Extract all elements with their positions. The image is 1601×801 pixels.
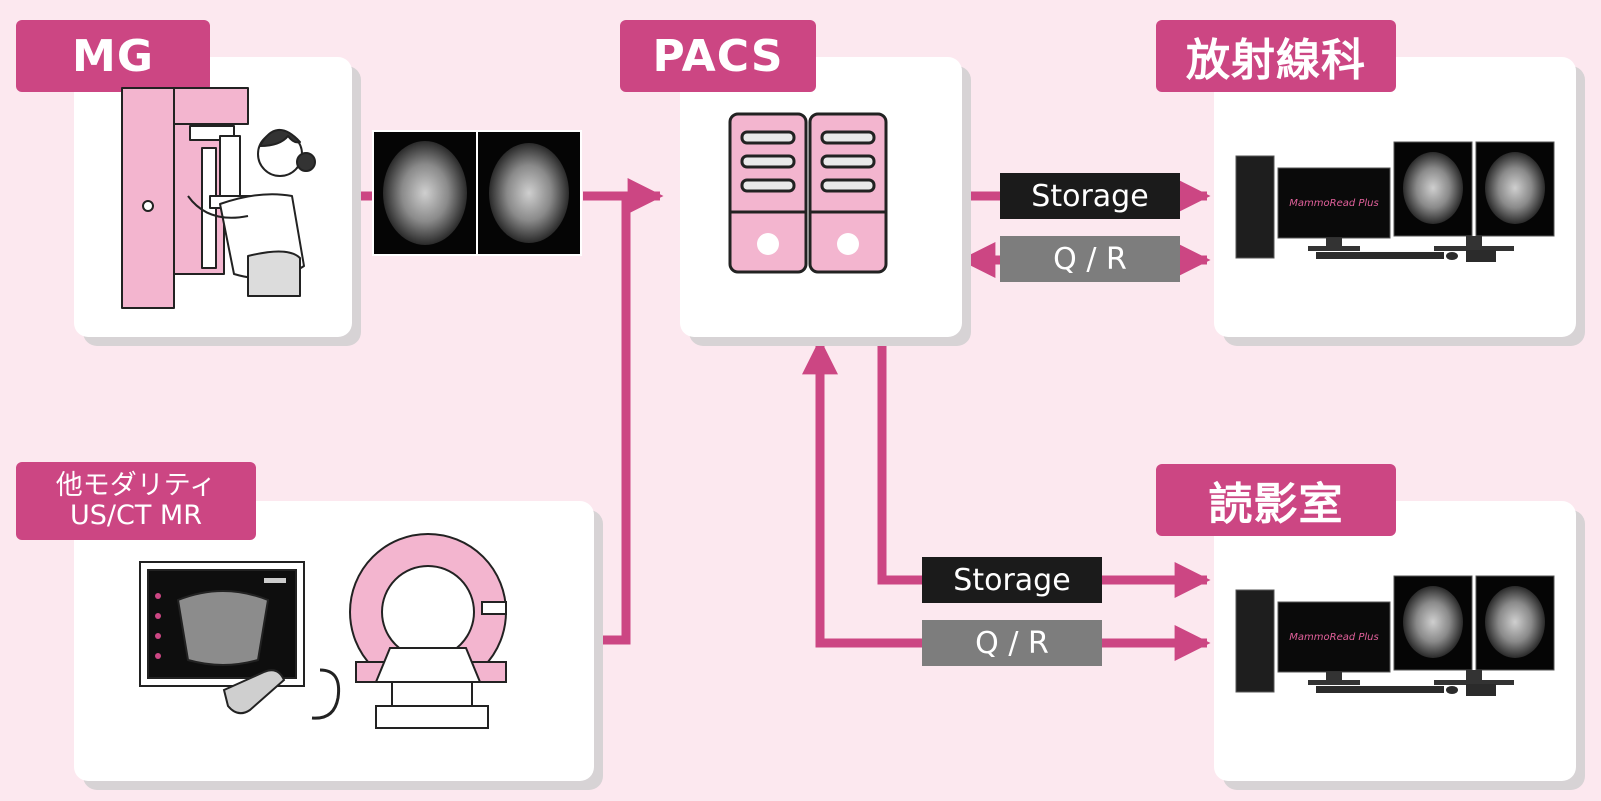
pacs-to-reading-storage-arrow (877, 340, 1211, 598)
radiology-title: 放射線科 (1156, 20, 1396, 92)
mammography-operator-icon (121, 87, 316, 309)
ultrasound-icon (139, 561, 341, 720)
reading-storage-label: Storage (922, 557, 1102, 603)
reading-workstation-icon: MammoRead Plus (1235, 575, 1555, 696)
pacs-title: PACS (620, 20, 816, 92)
workstation-brand: MammoRead Plus (1289, 198, 1378, 209)
workstation-icon: MammoRead Plus (1235, 141, 1555, 262)
other-to-pacs-connector (583, 196, 631, 645)
reading-workstation-brand: MammoRead Plus (1289, 632, 1378, 643)
reading-qr-label: Q / R (922, 620, 1102, 666)
other-modality-title: 他モダリティ US/CT MR (16, 462, 256, 540)
radiology-qr-label: Q / R (1000, 236, 1180, 282)
mammogram-images (372, 130, 582, 256)
radiology-storage-label: Storage (1000, 173, 1180, 219)
server-icon (728, 112, 888, 274)
ct-scanner-icon (349, 533, 507, 729)
mg-title: MG (16, 20, 210, 92)
reading-room-title: 読影室 (1156, 464, 1396, 536)
